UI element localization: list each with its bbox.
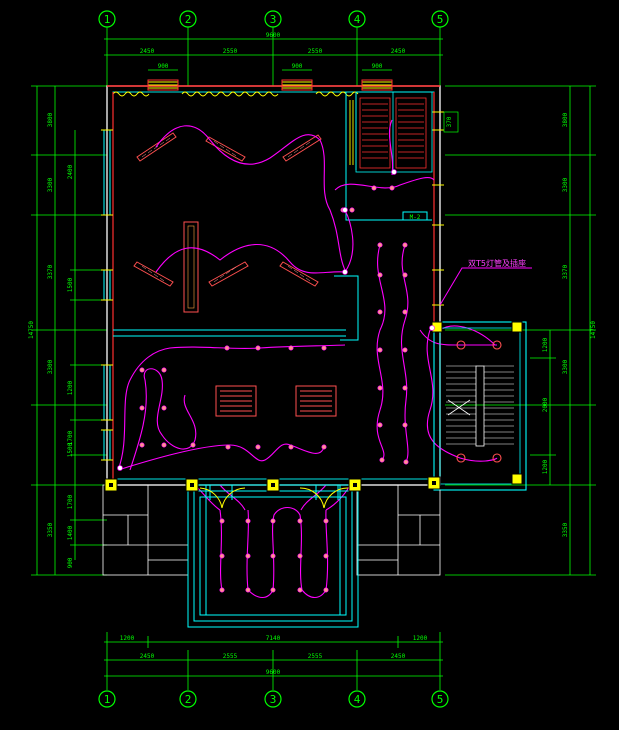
bottom-seg-dim-3: 2555 — [308, 653, 323, 660]
left-outer-dim-3: 3370 — [47, 264, 54, 279]
bottom-seg-dim-1: 2450 — [140, 653, 155, 660]
stall-wall-ticks — [349, 100, 354, 165]
top-window-dim-2: 900 — [292, 63, 303, 70]
fixture-hatch — [141, 137, 311, 283]
bottom-sub-dim-1: 1200 — [120, 635, 135, 642]
left-inner-dim-3: 1200 — [67, 380, 74, 395]
right-outer-dim-5: 3350 — [562, 522, 569, 537]
top-axis-2: 2 — [185, 13, 192, 26]
right-total-dim: 14750 — [590, 321, 597, 339]
right-outer-dim-2: 3300 — [562, 177, 569, 192]
top-dimension-lines — [104, 27, 443, 86]
bottom-axis-4: 4 — [354, 693, 361, 706]
right-outer-dim-1: 3800 — [562, 112, 569, 127]
top-window-dim-3: 900 — [372, 63, 383, 70]
top-seg-dim-2: 2550 — [223, 48, 238, 55]
top-seg-dim-4: 2450 — [391, 48, 406, 55]
left-inner-dim-5: 1500 — [67, 442, 74, 457]
top-window-dim-1: 900 — [158, 63, 169, 70]
top-seg-dim-1: 2450 — [140, 48, 155, 55]
right-window-ticks — [432, 111, 444, 306]
bottom-seg-dim-2: 2555 — [223, 653, 238, 660]
right-inner-dim-3: 1200 — [542, 459, 549, 474]
annotation-text: 双T5灯管及插座 — [468, 258, 526, 268]
bottom-dimension-lines — [104, 632, 443, 690]
bottom-axis-2: 2 — [185, 693, 192, 706]
right-inner-dim-1: 1200 — [542, 337, 549, 352]
left-inner-dim-6: 1700 — [67, 494, 74, 509]
left-inner-dim-2: 1500 — [67, 277, 74, 292]
door-label: M-2 — [410, 214, 421, 221]
left-inner-dim-8: 900 — [67, 557, 74, 568]
bottom-axis-5: 5 — [437, 693, 444, 706]
right-outer-dim-3: 3370 — [562, 264, 569, 279]
left-inner-dim-4: 1700 — [67, 430, 74, 445]
top-seg-dim-3: 2550 — [308, 48, 323, 55]
stair-dim-370: 370 — [446, 116, 453, 127]
top-axis-1: 1 — [104, 13, 111, 26]
bottom-sub-dim-3: 1200 — [413, 635, 428, 642]
top-windows — [112, 81, 392, 97]
left-window-ticks — [101, 129, 113, 461]
bottom-axis-bubbles — [98, 690, 449, 708]
top-total-dim: 9600 — [266, 32, 281, 39]
bottom-sub-dim-2: 7140 — [266, 635, 281, 642]
left-inner-dim-7: 1400 — [67, 525, 74, 540]
left-windows — [103, 130, 111, 460]
wiring-junctions — [139, 185, 409, 593]
bottom-seg-dim-4: 2450 — [391, 653, 406, 660]
left-total-dim: 14750 — [28, 321, 35, 339]
left-outer-dim-2: 3300 — [47, 177, 54, 192]
left-inner-dim-1: 2400 — [67, 164, 74, 179]
top-axis-4: 4 — [354, 13, 361, 26]
left-outer-dim-4: 3300 — [47, 359, 54, 374]
wall-switches — [117, 169, 435, 471]
bottom-total-dim: 9600 — [266, 669, 281, 676]
angled-light-fixtures — [133, 132, 322, 287]
right-dimension-lines — [445, 85, 596, 576]
top-window-frames — [147, 79, 393, 91]
top-axis-3: 3 — [270, 13, 277, 26]
bottom-axis-3: 3 — [270, 693, 277, 706]
lower-left-wing — [102, 484, 441, 576]
left-dimension-lines — [31, 85, 107, 576]
vertical-fixture — [183, 221, 199, 313]
top-axis-5: 5 — [437, 13, 444, 26]
stair-block — [433, 321, 527, 491]
right-inner-dim-2: 2000 — [542, 397, 549, 412]
stair-lights — [456, 340, 502, 463]
column-centers — [109, 481, 436, 487]
entrance-doors — [199, 487, 349, 509]
annotation-leader — [439, 267, 532, 306]
bottom-axis-1: 1 — [104, 693, 111, 706]
left-outer-dim-1: 3800 — [47, 112, 54, 127]
right-outer-dim-4: 3300 — [562, 359, 569, 374]
grid-fixtures — [215, 385, 337, 417]
left-outer-dim-5: 3350 — [47, 522, 54, 537]
